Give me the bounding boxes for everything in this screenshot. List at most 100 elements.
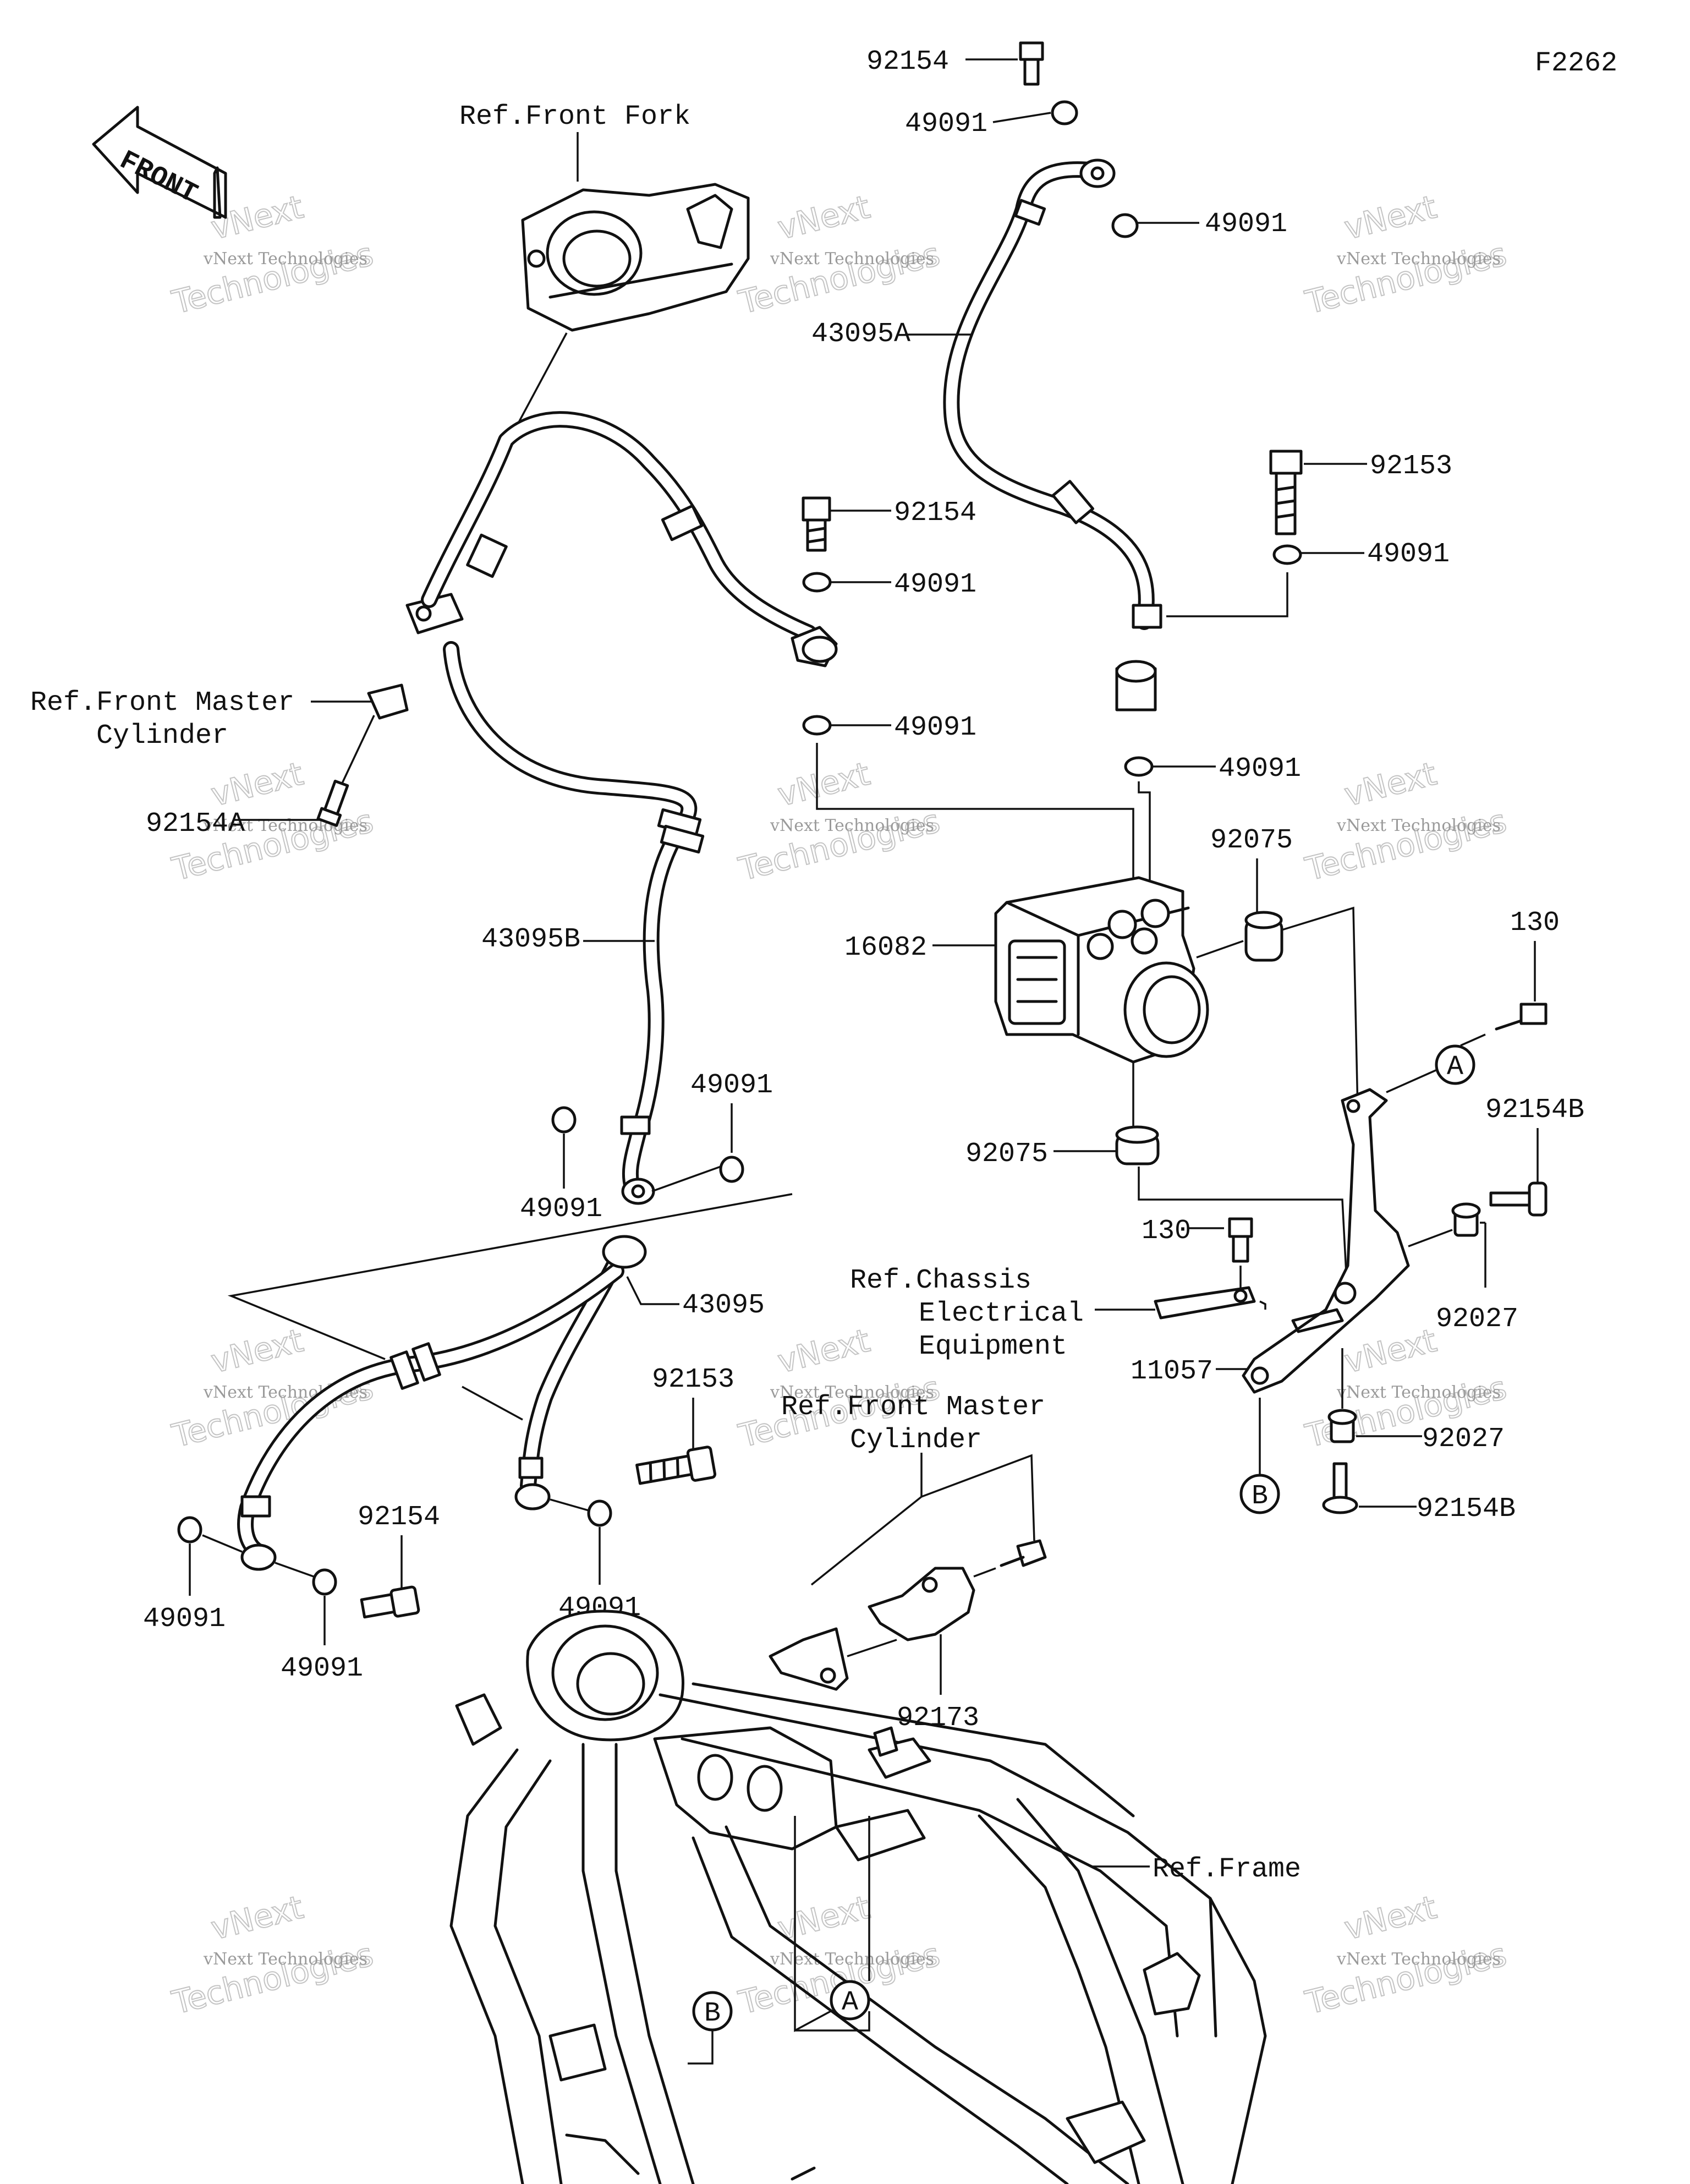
motorcycle-frame	[449, 1610, 1267, 2184]
part-label-49091-mid-1: 49091	[894, 569, 976, 600]
washer-49091-low-left-1	[177, 1516, 202, 1543]
bolt-92154a	[316, 780, 349, 827]
part-label-43095b: 43095B	[481, 924, 580, 955]
svg-text:vNext Technologies: vNext Technologies	[770, 816, 934, 835]
callout-b-lower-label: B	[704, 1998, 721, 2029]
part-label-92075-upper: 92075	[1210, 825, 1293, 856]
svg-text:vNext: vNext	[207, 1322, 307, 1381]
watermark-10: vNext Technologies vNext Technologies	[168, 1888, 377, 2022]
svg-text:vNext: vNext	[207, 755, 307, 814]
brake-hose-43095	[237, 1235, 647, 1571]
brake-hose-upper-left	[421, 411, 838, 667]
part-label-92154-mid: 92154	[894, 497, 976, 529]
callout-a-upper	[1435, 1044, 1475, 1085]
ref-chassis-label-2: Electrical	[919, 1298, 1084, 1329]
callout-b-upper	[1239, 1474, 1280, 1514]
washer-49091-top-2	[1111, 213, 1139, 238]
watermark-6: vNext Technologies vNext Technologies	[1301, 754, 1511, 889]
part-label-49091-b-2: 49091	[690, 1070, 773, 1101]
part-label-92154-top: 92154	[866, 46, 949, 78]
part-label-92075-lower: 92075	[965, 1138, 1048, 1170]
svg-text:vNext: vNext	[774, 1322, 874, 1381]
bolt-92154b-lower	[1322, 1462, 1358, 1514]
svg-text:Technologies: Technologies	[735, 802, 943, 888]
part-label-92153-right: 92153	[1370, 451, 1452, 482]
svg-text:vNext Technologies: vNext Technologies	[770, 1950, 934, 1969]
washer-49091-top-1	[1051, 100, 1078, 125]
part-label-130-lower: 130	[1142, 1216, 1191, 1247]
washer-49091-right-1	[1272, 544, 1302, 565]
bolt-92154b-upper	[1489, 1181, 1548, 1217]
svg-text:Technologies: Technologies	[1302, 802, 1510, 888]
watermark-1: vNext Technologies vNext Technologies	[168, 188, 377, 322]
bolt-130-lower	[1228, 1217, 1253, 1263]
svg-text:vNext Technologies: vNext Technologies	[1336, 1383, 1501, 1402]
part-label-92173: 92173	[897, 1703, 979, 1734]
abs-hydraulic-unit-16082	[994, 876, 1209, 1064]
part-label-92153-lower: 92153	[652, 1364, 734, 1395]
watermark-12: vNext Technologies vNext Technologies	[1301, 1888, 1511, 2022]
svg-text:vNext: vNext	[1341, 755, 1440, 814]
part-label-49091-top-1: 49091	[905, 108, 987, 140]
front-direction-arrow-icon: FRONT	[92, 106, 227, 219]
svg-text:vNext Technologies: vNext Technologies	[1336, 1950, 1501, 1969]
bolt-92154-lower	[360, 1585, 420, 1619]
svg-text:vNext Technologies: vNext Technologies	[770, 1383, 934, 1402]
ref-chassis-label-3: Equipment	[919, 1331, 1067, 1362]
washer-49091-low-mid	[587, 1499, 612, 1527]
svg-text:vNext: vNext	[774, 188, 874, 247]
svg-text:vNext: vNext	[207, 1889, 307, 1947]
bolt-130-upper	[1495, 1003, 1548, 1031]
part-label-49091-right-2: 49091	[1219, 753, 1301, 785]
part-label-49091-mid-2: 49091	[894, 712, 976, 743]
part-label-92154a: 92154A	[146, 808, 245, 840]
master-cylinder-clamp	[769, 1567, 975, 1691]
svg-text:vNext: vNext	[774, 755, 874, 814]
ground-terminal	[1154, 1286, 1256, 1320]
part-label-92027-upper: 92027	[1436, 1304, 1518, 1335]
bolt-92154-mid	[802, 496, 831, 552]
bolt-clamp-small	[1000, 1539, 1047, 1567]
ref-front-master-cylinder-label-1: Ref.Front Master	[30, 687, 294, 719]
brake-hose-43095a	[943, 158, 1162, 711]
svg-text:vNext: vNext	[1341, 1889, 1440, 1947]
svg-text:vNext Technologies: vNext Technologies	[203, 249, 367, 269]
collar-92027-lower	[1327, 1409, 1357, 1443]
ref-lower-master-cylinder-label-1: Ref.Front Master	[781, 1392, 1045, 1423]
watermark-3: vNext Technologies vNext Technologies	[1301, 188, 1511, 322]
bolt-92154-top	[1019, 41, 1044, 86]
callout-b-lower	[692, 1991, 733, 2032]
grommet-92075-lower	[1115, 1125, 1160, 1165]
ref-front-fork-label: Ref.Front Fork	[459, 101, 690, 133]
svg-text:Technologies: Technologies	[735, 235, 943, 321]
svg-text:vNext Technologies: vNext Technologies	[1336, 816, 1501, 835]
washer-49091-low-left-2	[312, 1568, 337, 1596]
callout-a-lower	[830, 1980, 870, 2021]
svg-text:vNext: vNext	[1341, 1322, 1440, 1381]
svg-text:Technologies: Technologies	[1302, 235, 1510, 321]
watermark-2: vNext Technologies vNext Technologies	[734, 188, 944, 322]
part-label-16082: 16082	[844, 932, 927, 964]
bolt-92153-right	[1269, 450, 1303, 535]
part-label-92154-lower: 92154	[358, 1502, 440, 1533]
svg-text:Technologies: Technologies	[168, 235, 377, 321]
washer-49091-right-2	[1124, 756, 1154, 777]
part-label-49091-right-1: 49091	[1367, 539, 1450, 570]
bolt-92153-lower	[635, 1446, 717, 1485]
collar-92027-upper	[1451, 1202, 1481, 1237]
figure-code: F2262	[1535, 48, 1617, 79]
svg-text:Technologies: Technologies	[168, 1935, 377, 2021]
ref-front-master-cylinder-label-2: Cylinder	[96, 720, 228, 752]
washer-49091-b-1	[551, 1106, 577, 1134]
brake-hose-43095b	[443, 641, 705, 1205]
callout-b-upper-label: B	[1252, 1481, 1268, 1512]
ref-lower-master-cylinder-label-2: Cylinder	[850, 1425, 982, 1456]
part-label-43095a: 43095A	[811, 319, 910, 350]
abs-bracket-11057	[1242, 1088, 1410, 1394]
callout-a-upper-label: A	[1447, 1052, 1463, 1083]
part-label-11057: 11057	[1131, 1356, 1213, 1387]
part-label-49091-b-1: 49091	[520, 1194, 602, 1225]
part-label-49091-low-left-2: 49091	[281, 1653, 363, 1684]
hose-joint-bracket	[367, 593, 464, 720]
callout-a-lower-label: A	[842, 1987, 858, 2018]
